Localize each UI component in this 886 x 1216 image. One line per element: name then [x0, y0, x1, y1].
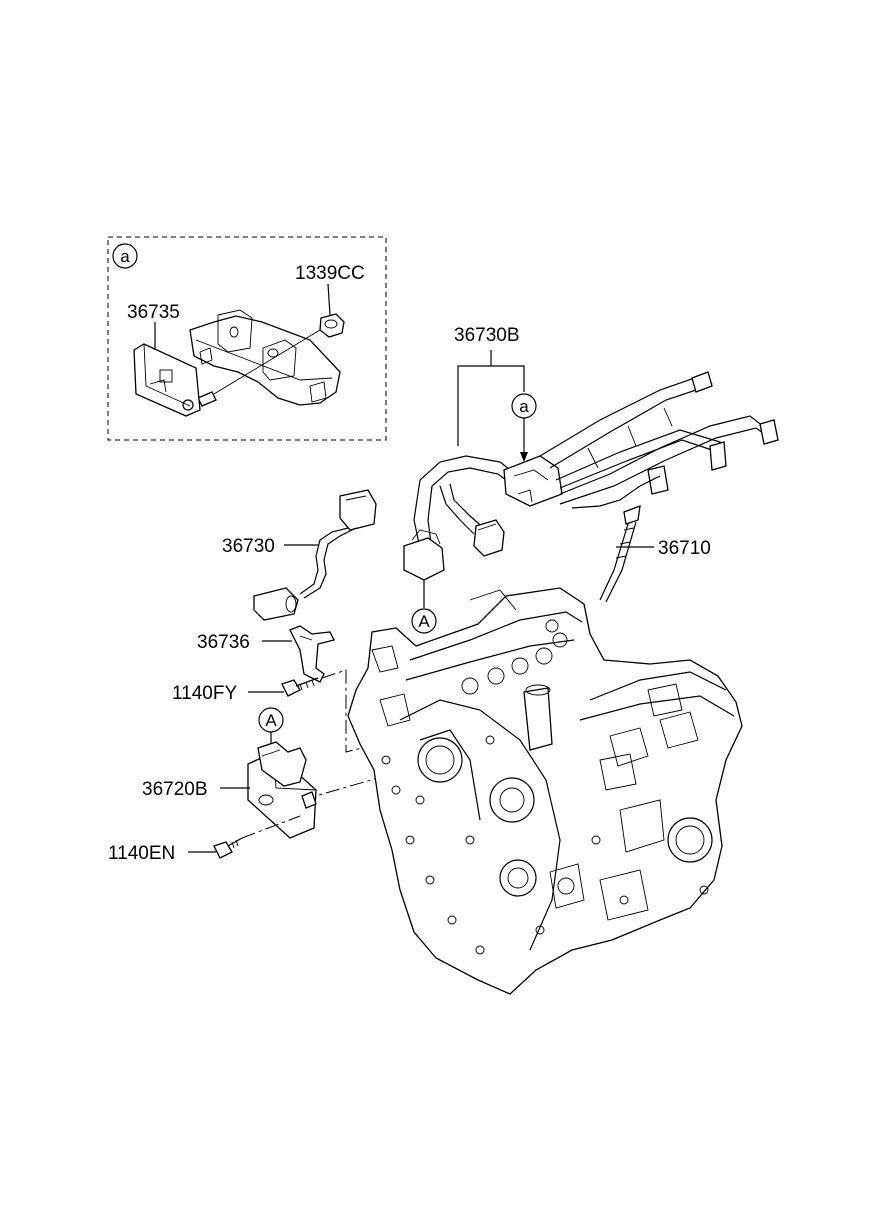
callout-A-text-upper: A — [418, 612, 430, 631]
leader-1339cc — [327, 283, 331, 316]
label-1140fy: 1140FY — [172, 683, 237, 704]
sensor-36730 — [253, 489, 377, 621]
label-36710: 36710 — [658, 538, 711, 559]
detail-box-a: a 1339CC — [107, 236, 387, 441]
detail-callout-a-text: a — [120, 247, 130, 266]
callout-A-circle-upper — [411, 608, 437, 634]
bolt-axis-line — [213, 329, 321, 395]
module-36735 — [133, 343, 201, 417]
label-36735: 36735 — [127, 302, 180, 323]
label-36736: 36736 — [197, 632, 250, 653]
bracket-36736 — [289, 625, 335, 683]
bracket-rail — [189, 309, 341, 406]
bolt-small — [197, 391, 217, 407]
bolt-1140fy — [281, 677, 319, 697]
label-1339cc: 1339CC — [295, 263, 365, 284]
leader-36730b — [457, 365, 525, 446]
label-1140en: 1140EN — [108, 843, 175, 864]
glow-plug-36710 — [599, 505, 641, 603]
detail-callout-a-circle — [112, 243, 138, 269]
label-36730b: 36730B — [454, 325, 520, 346]
engine-block — [347, 587, 743, 995]
wiring-harness-36730b — [403, 371, 779, 581]
label-36730: 36730 — [222, 536, 275, 557]
callout-A-text-lower: A — [265, 711, 277, 730]
label-36720b: 36720B — [142, 779, 208, 800]
nut-1339cc — [319, 313, 345, 338]
control-module-36720b — [247, 741, 317, 839]
callout-a-text: a — [519, 397, 529, 416]
bolt-1140en — [213, 837, 243, 859]
